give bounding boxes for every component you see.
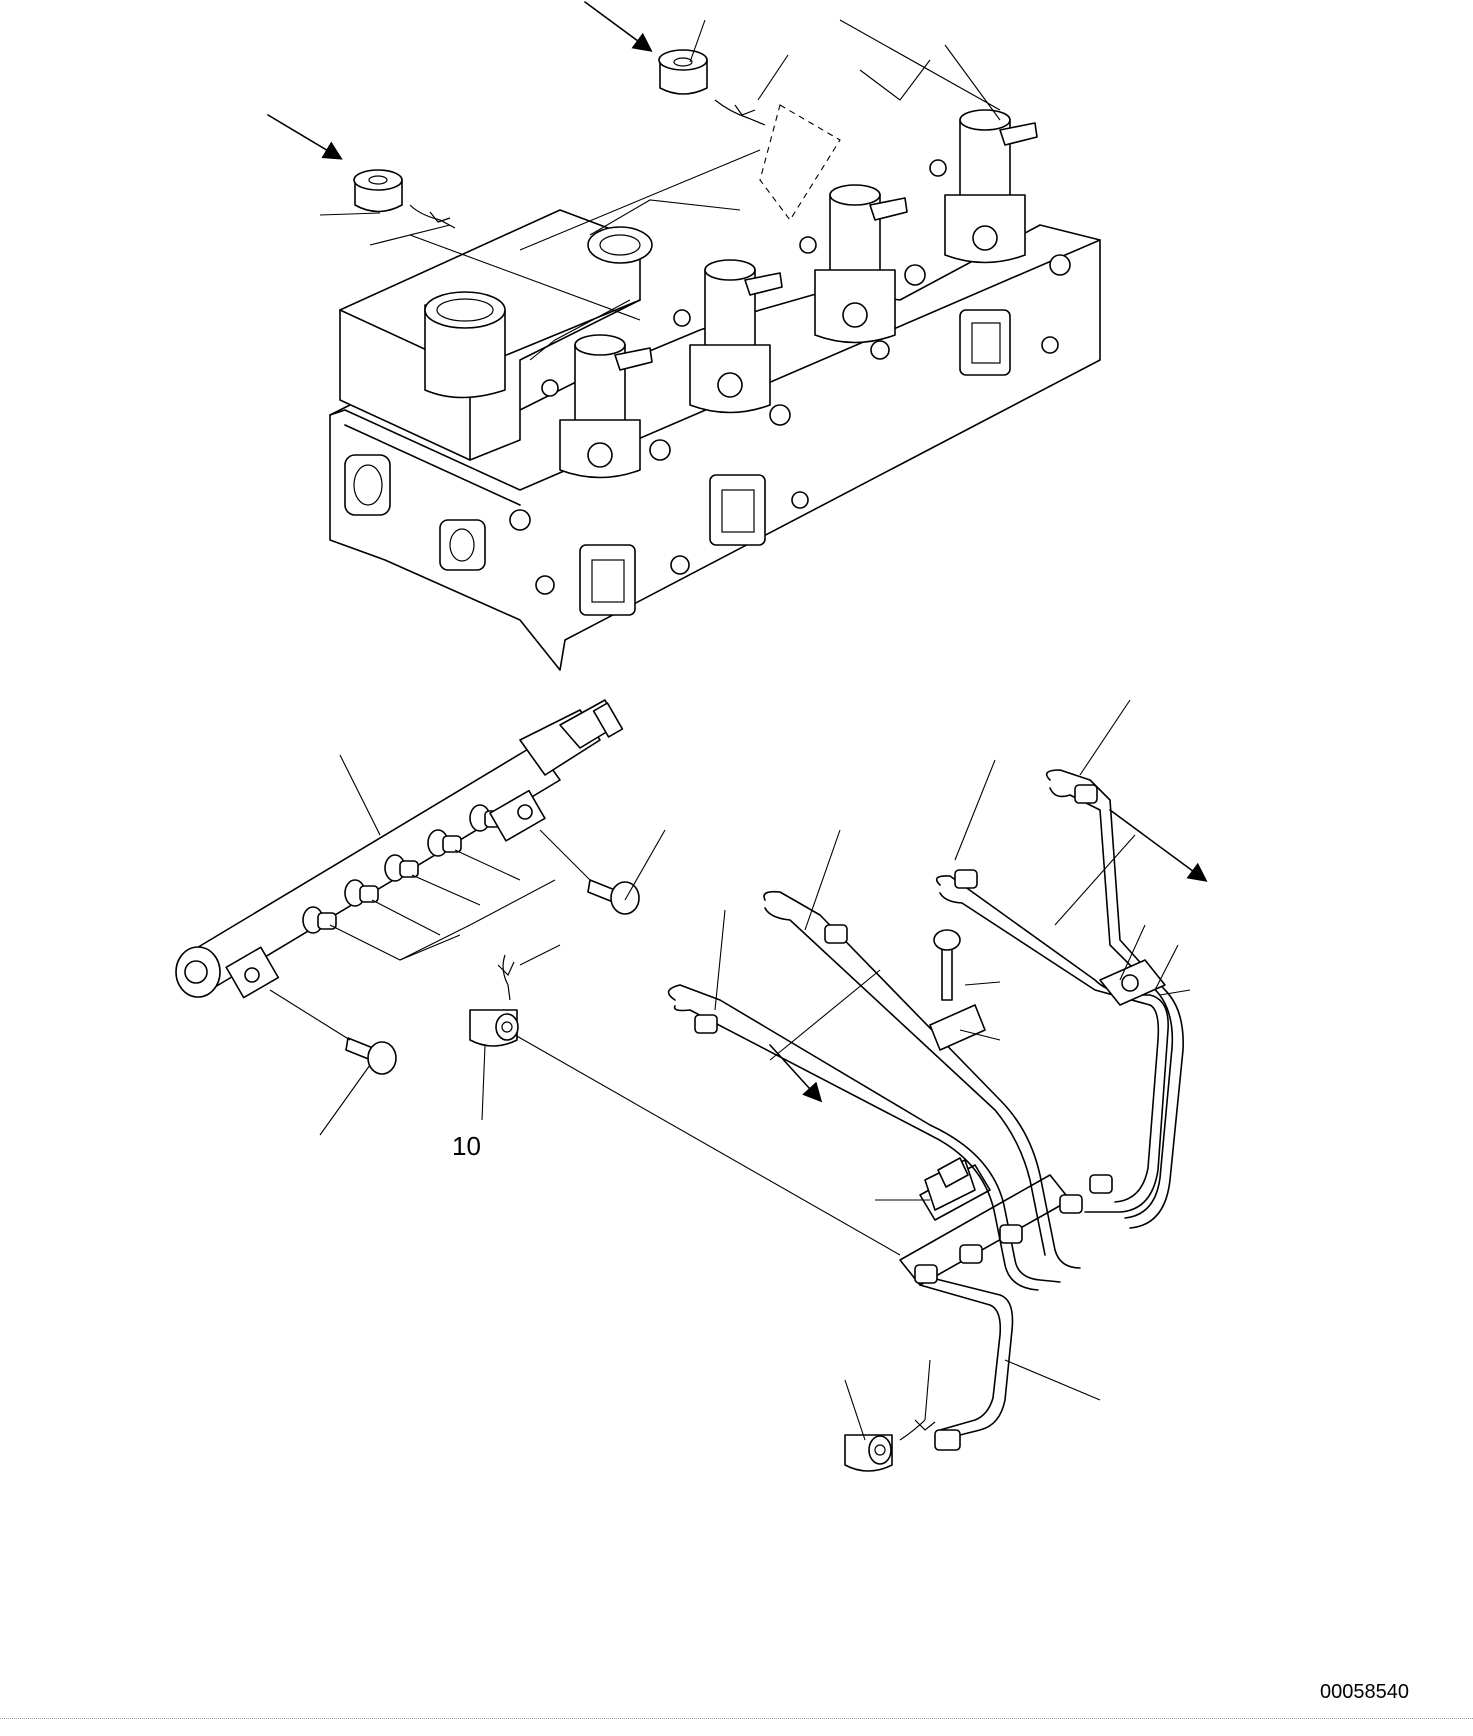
sleeve-nut-10	[469, 954, 519, 1047]
rail-mounting-bolt-right	[587, 879, 640, 915]
exhaust-port-1	[344, 454, 391, 516]
cylinder-head-assembly	[267, 1, 1101, 671]
sleeve-nut-upper-left	[353, 169, 456, 229]
rail-outlet-2	[344, 879, 379, 907]
sleeve-nut-lower	[844, 1419, 961, 1472]
footer-rule	[0, 1718, 1473, 1719]
rail-outlet-4	[427, 829, 462, 857]
rail-mounting-bolt-left	[345, 1037, 397, 1075]
injection-pipe-4	[1045, 769, 1184, 1229]
injector-1	[541, 334, 653, 479]
common-rail	[184, 744, 561, 991]
exhaust-port-5	[959, 309, 1011, 376]
rail-outlet-1	[302, 906, 337, 934]
injector-2	[673, 259, 783, 414]
clamp-bolt	[929, 929, 986, 1051]
callout-10: 10	[452, 1131, 481, 1161]
sleeve-nut-upper-top	[658, 49, 766, 126]
injection-pipes-assembly	[667, 699, 1208, 1472]
pipe-clamp-lower	[924, 1157, 976, 1211]
pipe-clamp-upper	[1099, 959, 1166, 1006]
exhaust-port-4	[709, 474, 766, 546]
exhaust-port-2	[439, 519, 486, 571]
oil-filler-neck	[424, 291, 506, 399]
exhaust-port-3	[579, 544, 636, 616]
drawing-number: 00058540	[1320, 1681, 1409, 1703]
common-rail-assembly	[175, 699, 901, 1256]
injector-3	[799, 184, 908, 344]
injection-pipe-1	[667, 984, 1061, 1283]
injector-4	[929, 109, 1038, 264]
head-bolt-bosses	[509, 254, 1071, 595]
injection-pipe-2	[763, 890, 1081, 1269]
injection-pipe-3	[935, 875, 1169, 1213]
head-boss	[587, 226, 653, 264]
rail-outlet-3	[384, 854, 419, 882]
injection-pipe-5	[919, 1274, 1014, 1441]
